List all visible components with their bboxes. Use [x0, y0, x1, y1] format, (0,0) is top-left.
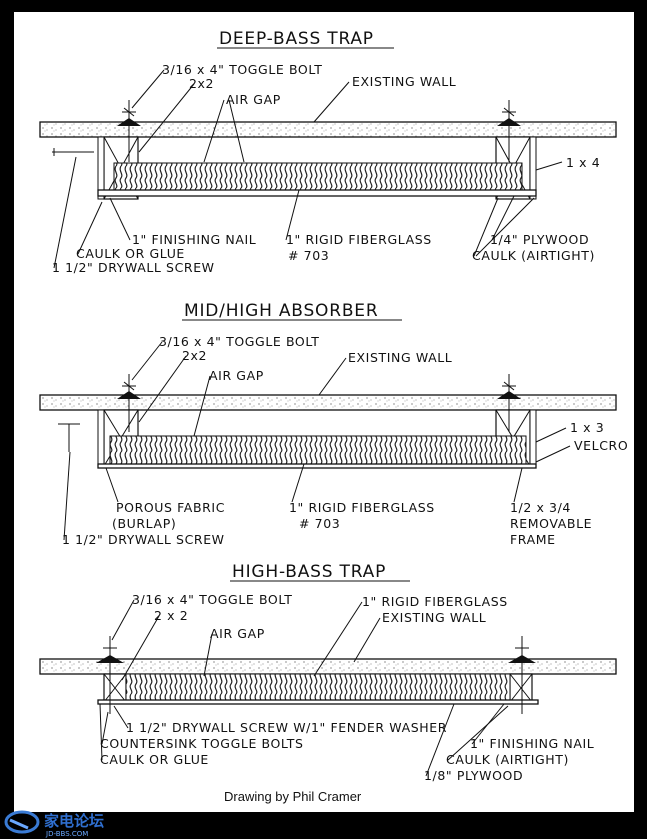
- svg-text:POROUS FABRIC: POROUS FABRIC: [116, 500, 225, 515]
- svg-text:3/16 x 4" TOGGLE BOLT: 3/16 x 4" TOGGLE BOLT: [159, 334, 319, 349]
- svg-text:EXISTING WALL: EXISTING WALL: [382, 610, 486, 625]
- svg-text:1" RIGID FIBERGLASS: 1" RIGID FIBERGLASS: [362, 594, 508, 609]
- svg-text:VELCRO: VELCRO: [574, 438, 628, 453]
- site-watermark: 家电论坛 JD-BBS.COM: [0, 808, 140, 839]
- svg-text:2x2: 2x2: [189, 76, 214, 91]
- svg-text:CAULK OR GLUE: CAULK OR GLUE: [76, 246, 185, 261]
- svg-text:CAULK OR GLUE: CAULK OR GLUE: [100, 752, 209, 767]
- diagram-deep-bass-trap: DEEP-BASS TRAP 3/16 x 4" TOGGLE BOLT 2x2…: [39, 29, 617, 275]
- svg-text:1/8" PLYWOOD: 1/8" PLYWOOD: [424, 768, 523, 783]
- drawing-credit: Drawing by Phil Cramer: [224, 789, 362, 804]
- svg-text:# 703: # 703: [288, 248, 329, 263]
- svg-text:REMOVABLE: REMOVABLE: [510, 516, 592, 531]
- svg-text:1" FINISHING NAIL: 1" FINISHING NAIL: [470, 736, 594, 751]
- watermark-sub: JD-BBS.COM: [45, 830, 88, 838]
- svg-text:3/16 x 4" TOGGLE BOLT: 3/16 x 4" TOGGLE BOLT: [162, 62, 322, 77]
- watermark-text: 家电论坛: [44, 812, 104, 830]
- title-high-bass-trap: HIGH-BASS TRAP: [232, 562, 386, 582]
- svg-text:1/4" PLYWOOD: 1/4" PLYWOOD: [490, 232, 589, 247]
- svg-text:1" FINISHING NAIL: 1" FINISHING NAIL: [132, 232, 256, 247]
- svg-text:1/2 x 3/4: 1/2 x 3/4: [510, 500, 571, 515]
- watermark-logo-icon: [4, 810, 40, 834]
- rigid-fiberglass: [113, 162, 523, 191]
- svg-text:EXISTING WALL: EXISTING WALL: [352, 74, 456, 89]
- construction-drawings: DEEP-BASS TRAP 3/16 x 4" TOGGLE BOLT 2x2…: [39, 29, 628, 804]
- rigid-fiberglass: [109, 435, 527, 465]
- svg-text:FRAME: FRAME: [510, 532, 556, 547]
- svg-text:1" RIGID FIBERGLASS: 1" RIGID FIBERGLASS: [286, 232, 432, 247]
- svg-text:AIR GAP: AIR GAP: [226, 92, 281, 107]
- svg-text:AIR GAP: AIR GAP: [209, 368, 264, 383]
- svg-text:1" RIGID FIBERGLASS: 1" RIGID FIBERGLASS: [289, 500, 435, 515]
- svg-text:1 1/2" DRYWALL SCREW W/1" FEND: 1 1/2" DRYWALL SCREW W/1" FENDER WASHER: [126, 720, 447, 735]
- svg-text:# 703: # 703: [299, 516, 340, 531]
- svg-text:CAULK (AIRTIGHT): CAULK (AIRTIGHT): [446, 752, 569, 767]
- svg-text:AIR GAP: AIR GAP: [210, 626, 265, 641]
- svg-text:3/16 x 4" TOGGLE BOLT: 3/16 x 4" TOGGLE BOLT: [132, 592, 292, 607]
- plywood-panel: [97, 189, 537, 197]
- svg-text:CAULK (AIRTIGHT): CAULK (AIRTIGHT): [472, 248, 595, 263]
- svg-text:EXISTING WALL: EXISTING WALL: [348, 350, 452, 365]
- diagram-mid-high-absorber: MID/HIGH ABSORBER 3/16 x 4" TOGGLE BOLT …: [39, 301, 628, 547]
- svg-text:1 1/2" DRYWALL SCREW: 1 1/2" DRYWALL SCREW: [52, 260, 215, 275]
- drawing-sheet: DEEP-BASS TRAP 3/16 x 4" TOGGLE BOLT 2x2…: [14, 12, 634, 812]
- diagram-high-bass-trap: HIGH-BASS TRAP 3/16 x 4" TOGGLE BOLT 2 x…: [39, 562, 617, 783]
- svg-text:(BURLAP): (BURLAP): [112, 516, 176, 531]
- svg-text:COUNTERSINK TOGGLE BOLTS: COUNTERSINK TOGGLE BOLTS: [100, 736, 304, 751]
- svg-text:2 x 2: 2 x 2: [154, 608, 188, 623]
- plywood-panel: [97, 699, 539, 705]
- existing-wall: [39, 121, 617, 138]
- svg-text:1 x 4: 1 x 4: [566, 155, 600, 170]
- title-deep-bass-trap: DEEP-BASS TRAP: [219, 29, 374, 49]
- rigid-fiberglass: [125, 673, 511, 701]
- burlap-fabric: [97, 463, 537, 469]
- existing-wall: [39, 394, 617, 411]
- svg-text:1 x 3: 1 x 3: [570, 420, 604, 435]
- title-mid-high-absorber: MID/HIGH ABSORBER: [184, 301, 378, 321]
- svg-text:1 1/2" DRYWALL SCREW: 1 1/2" DRYWALL SCREW: [62, 532, 225, 547]
- svg-text:2x2: 2x2: [182, 348, 207, 363]
